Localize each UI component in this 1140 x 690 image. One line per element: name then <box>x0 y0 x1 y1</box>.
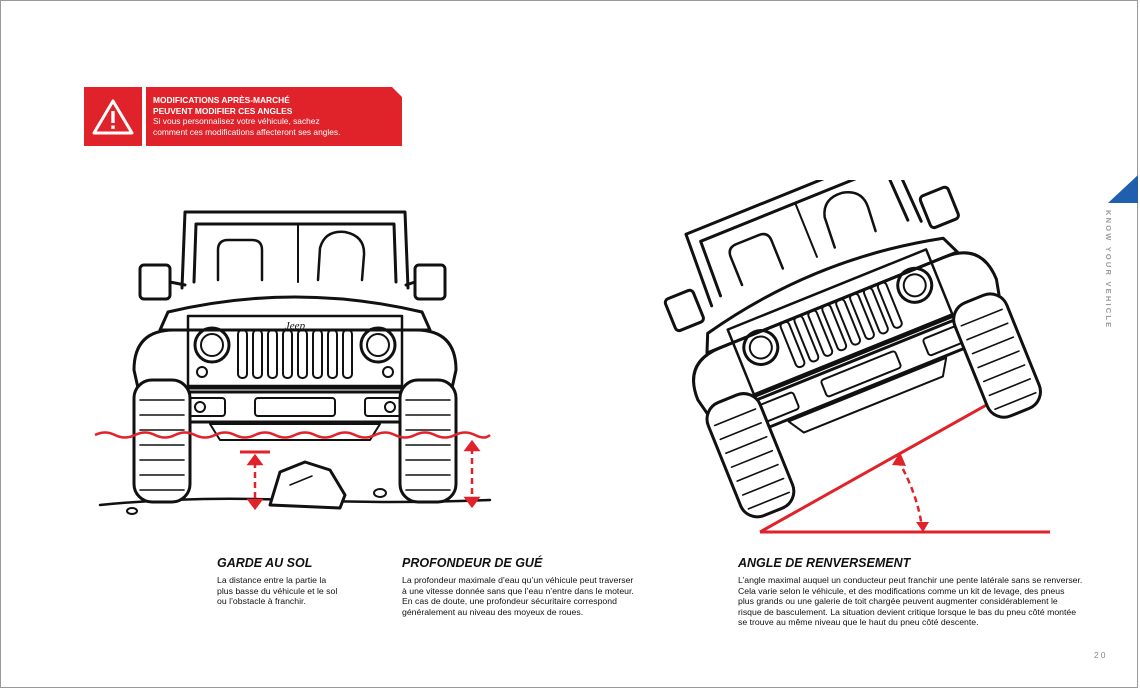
ground-clearance-line: plus basse du véhicule et le sol <box>217 585 338 596</box>
tilted-jeep-illustration <box>663 180 1050 534</box>
ground-clearance-line: La distance entre la partie la <box>217 575 327 585</box>
rollover-angle-title: ANGLE DE RENVERSEMENT <box>738 556 911 570</box>
ground-clearance-title: GARDE AU SOL <box>217 556 313 570</box>
warning-body-line2: comment ces modifications affecteront se… <box>153 126 341 137</box>
fording-depth-title: PROFONDEUR DE GUÉ <box>402 556 543 570</box>
warning-text: MODIFICATIONS APRÈS-MARCHÉ PEUVENT MODIF… <box>146 87 402 146</box>
side-tab-label: KNOW YOUR VEHICLE <box>1104 210 1113 330</box>
warning-title-line1: MODIFICATIONS APRÈS-MARCHÉ <box>153 95 290 105</box>
ground-clearance-description: La distance entre la partie la plus bass… <box>217 575 337 607</box>
fording-depth-line: généralement au niveau des moyeux de rou… <box>402 606 584 617</box>
aftermarket-warning-banner: MODIFICATIONS APRÈS-MARCHÉ PEUVENT MODIF… <box>84 87 402 146</box>
section-tab-marker <box>1108 175 1138 203</box>
rollover-angle-line: L’angle maximal auquel un conducteur peu… <box>738 575 1083 585</box>
warning-body-line1: Si vous personnalisez votre véhicule, sa… <box>153 116 320 127</box>
rollover-angle-line: se trouve au même niveau que le haut du … <box>738 617 979 628</box>
fording-depth-description: La profondeur maximale d’eau qu’un véhic… <box>402 575 634 617</box>
ground-clearance-line: ou l’obstacle à franchir. <box>217 596 306 607</box>
fording-water-line <box>94 431 491 439</box>
warning-title-line2: PEUVENT MODIFIER CES ANGLES <box>153 105 293 116</box>
fording-depth-line: à une vitesse donnée sans que l’eau n’en… <box>402 585 634 596</box>
warning-triangle-icon <box>84 87 142 146</box>
rollover-angle-line: risque de basculement. La situation devi… <box>738 606 1077 617</box>
fording-depth-line: La profondeur maximale d’eau qu’un véhic… <box>402 575 634 585</box>
page-number: 20 <box>1094 650 1108 660</box>
ground-clearance-marker <box>240 450 270 511</box>
rollover-angle-description: L’angle maximal auquel un conducteur peu… <box>738 575 1082 628</box>
fording-depth-line: En cas de doute, une profondeur sécurita… <box>402 596 617 607</box>
fording-depth-marker <box>463 439 481 509</box>
rollover-angle-lines <box>759 383 1050 534</box>
grille-logo: Jeep <box>285 320 306 332</box>
rollover-angle-line: Cela varie selon le véhicule, et des mod… <box>738 585 1065 596</box>
front-view-jeep-illustration: Jeep <box>94 210 492 515</box>
rollover-angle-line: plus grands ou une galerie de toit charg… <box>738 596 1058 607</box>
